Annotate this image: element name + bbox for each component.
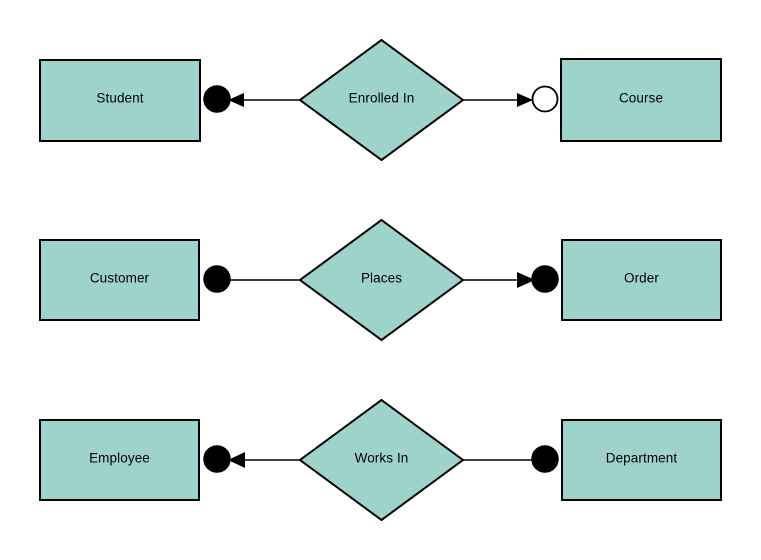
entity-box-order[interactable] bbox=[561, 239, 722, 321]
er-row-1: Student Enrolled In Course bbox=[39, 38, 722, 162]
entity-box-student[interactable] bbox=[39, 59, 201, 142]
relationship-label-works-in: Works In bbox=[355, 451, 409, 466]
er-row-3: Employee Works In Department bbox=[39, 398, 722, 522]
relationship-diamond-works-in[interactable] bbox=[298, 398, 465, 522]
row-3-right-connector-filled-circle-icon bbox=[531, 445, 559, 473]
entity-label-order: Order bbox=[624, 271, 659, 286]
entity-box-employee[interactable] bbox=[39, 419, 200, 501]
entity-label-customer: Customer bbox=[90, 271, 150, 286]
entity-label-employee: Employee bbox=[89, 451, 150, 466]
row-2-left-connector-filled-circle-icon bbox=[203, 265, 231, 293]
entity-label-student: Student bbox=[96, 91, 143, 106]
row-1-right-connector-hollow-circle-icon bbox=[531, 85, 559, 113]
entity-box-course[interactable] bbox=[560, 58, 722, 142]
row-2-right-connector-filled-circle-icon bbox=[531, 265, 559, 293]
row-1-left-connector-filled-circle-icon bbox=[203, 85, 231, 113]
entity-label-department: Department bbox=[606, 451, 678, 466]
entity-box-department[interactable] bbox=[561, 419, 722, 501]
relationship-diamond-places[interactable] bbox=[298, 218, 465, 342]
relationship-diamond-enrolled-in[interactable] bbox=[298, 38, 465, 162]
relationship-label-enrolled-in: Enrolled In bbox=[349, 91, 415, 106]
er-row-2: Customer Places Order bbox=[39, 218, 722, 342]
row-3-left-arrowhead-icon bbox=[228, 452, 245, 468]
entity-label-course: Course bbox=[619, 91, 663, 106]
row-1-left-arrowhead-icon bbox=[228, 93, 244, 107]
row-1-right-arrowhead-icon bbox=[517, 93, 533, 107]
row-3-left-connector-filled-circle-icon bbox=[203, 445, 231, 473]
relationship-label-places: Places bbox=[361, 271, 402, 286]
entity-box-customer[interactable] bbox=[39, 239, 200, 321]
row-2-right-arrowhead-icon bbox=[517, 272, 535, 288]
